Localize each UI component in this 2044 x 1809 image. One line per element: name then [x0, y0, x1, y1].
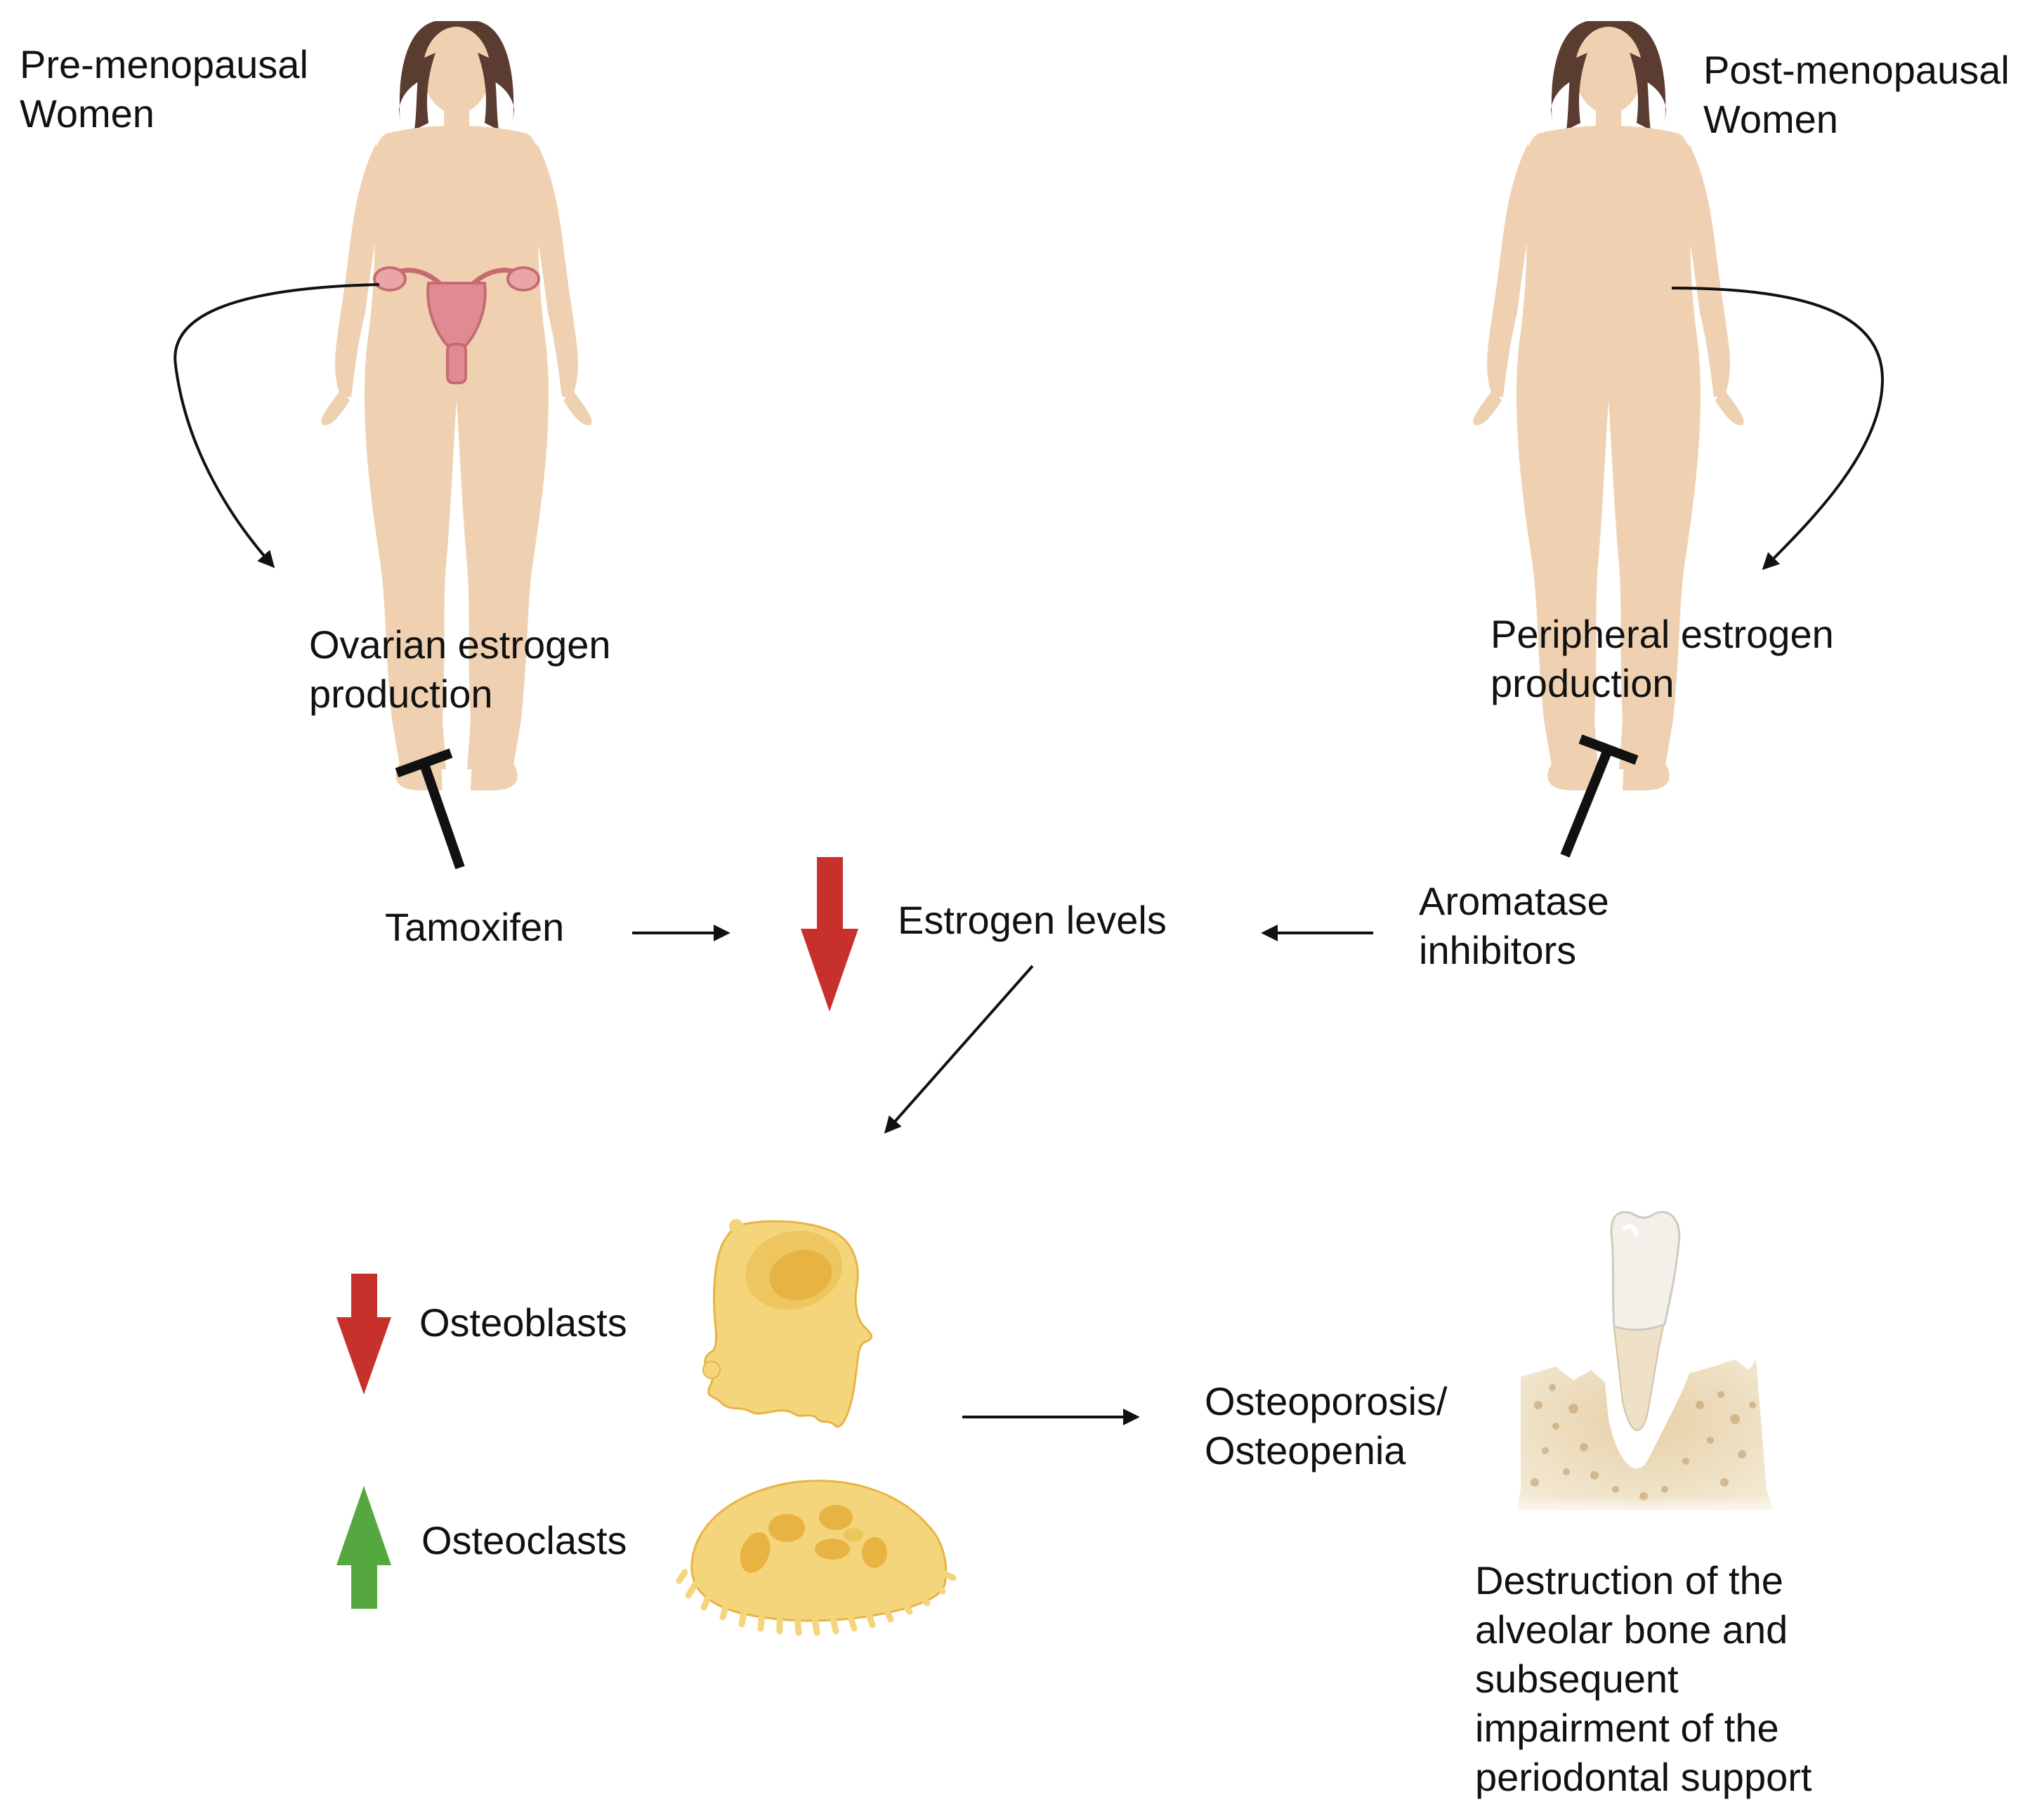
osteoclast-cell-icon: [676, 1480, 957, 1636]
peripheral-line-1: Peripheral estrogen: [1491, 612, 1834, 656]
tamoxifen-label: Tamoxifen: [385, 905, 565, 949]
pre-menopausal-line-2: Women: [20, 91, 155, 136]
tissue-to-production-arrow: [1671, 287, 1885, 570]
aromatase-line-1: Aromatase: [1419, 879, 1609, 923]
female-body-with-uterus-icon: [321, 21, 592, 790]
aromatase-inhibitors-label: Aromatase inhibitors: [1419, 877, 1609, 975]
destruction-line-3: subsequent: [1475, 1657, 1679, 1701]
post-menopausal-line-2: Women: [1703, 97, 1838, 141]
osteoporosis-line-2: Osteopenia: [1205, 1428, 1406, 1472]
aromatase-line-2: inhibitors: [1419, 928, 1577, 972]
uterus-icon: [373, 266, 540, 384]
destruction-line-4: impairment of the: [1475, 1706, 1779, 1750]
peripheral-production-label: Peripheral estrogen production: [1491, 610, 1834, 708]
ovarian-production-label: Ovarian estrogen production: [309, 620, 611, 719]
osteoporosis-line-1: Osteoporosis/: [1205, 1379, 1448, 1423]
aromatase-inhibits-peripheral-bar: [1560, 734, 1639, 858]
pre-menopausal-label: Pre-menopausal Women: [20, 40, 308, 138]
osteoporosis-label: Osteoporosis/ Osteopenia: [1205, 1377, 1448, 1475]
female-body-icon: [1473, 21, 1744, 790]
destruction-label: Destruction of the alveolar bone and sub…: [1475, 1556, 1812, 1802]
ovarian-line-1: Ovarian estrogen: [309, 622, 611, 667]
post-menopausal-label: Post-menopausal Women: [1703, 46, 2010, 144]
tamoxifen-inhibits-ovarian-bar: [395, 748, 465, 870]
destruction-line-2: alveolar bone and: [1475, 1607, 1788, 1652]
osteoblast-cell-icon: [702, 1219, 873, 1428]
tooth-in-alveolar-bone-icon: [1510, 1210, 1784, 1517]
pre-menopausal-line-1: Pre-menopausal: [20, 42, 308, 86]
osteoclasts-label: Osteoclasts: [421, 1518, 627, 1562]
ovarian-line-2: production: [309, 672, 493, 716]
ovary-to-production-arrow: [173, 283, 380, 568]
osteoblasts-label: Osteoblasts: [419, 1300, 627, 1345]
estrogen-levels-label: Estrogen levels: [898, 898, 1167, 942]
osteoblasts-decrease-arrow-icon: [336, 1274, 391, 1395]
peripheral-line-2: production: [1491, 661, 1675, 705]
destruction-line-1: Destruction of the: [1475, 1558, 1783, 1602]
estrogen-decrease-arrow-icon: [801, 857, 858, 1012]
estrogen-to-cells-arrow: [884, 965, 1034, 1134]
destruction-line-5: periodontal support: [1475, 1755, 1812, 1799]
post-menopausal-line-1: Post-menopausal: [1703, 48, 2010, 92]
osteoclasts-increase-arrow-icon: [336, 1486, 391, 1609]
